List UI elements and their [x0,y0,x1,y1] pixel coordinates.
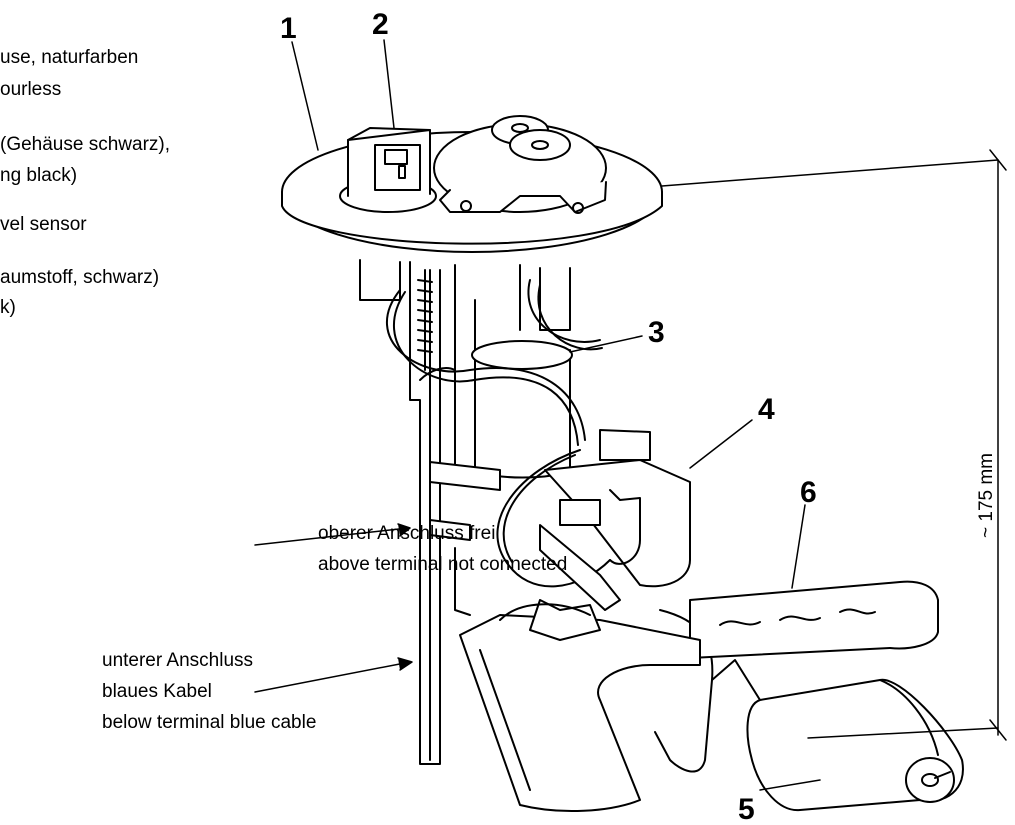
electrical-connector [339,127,437,213]
float [746,678,964,812]
lower-terminal-label-de: unterer Anschluss [102,650,254,671]
legend-item-1-line-1: use, naturfarben [0,47,139,68]
upper-terminal-label-en: above terminal not connected [318,554,568,575]
legend-item-4-line-2: k) [0,297,16,318]
pump-canister [471,299,573,479]
callout-6: 6 [800,476,817,509]
height-dimension-label: ~ 175 mm [976,452,997,538]
callout-3: 3 [648,316,665,349]
mid-bracket [429,461,501,616]
lower-terminal-label-en: below terminal blue cable [102,712,317,733]
legend-item-4-line-1: aumstoff, schwarz) [0,267,160,288]
legend-item-2-line-2: ng black) [0,165,78,186]
legend-item-2-line-1: (Gehäuse schwarz), [0,134,171,155]
callout-5: 5 [738,793,755,825]
callout-4: 4 [758,393,775,426]
upper-terminal-label-de: oberer Anschluss frei [318,523,496,544]
filter-sock [689,580,939,659]
legend-item-3: vel sensor [0,214,87,235]
callout-leaders [291,39,821,791]
legend-item-1-line-2: ourless [0,79,62,100]
callout-1: 1 [280,12,297,45]
base-strainer [459,599,701,813]
fuel-level-sensor [539,429,691,611]
flange-fittings [433,115,607,214]
callout-2: 2 [372,8,389,41]
float-arm [654,609,761,773]
lower-terminal-label-cable: blaues Kabel [102,681,212,702]
height-dimension [661,149,1007,741]
annotation-arrows [254,523,413,693]
